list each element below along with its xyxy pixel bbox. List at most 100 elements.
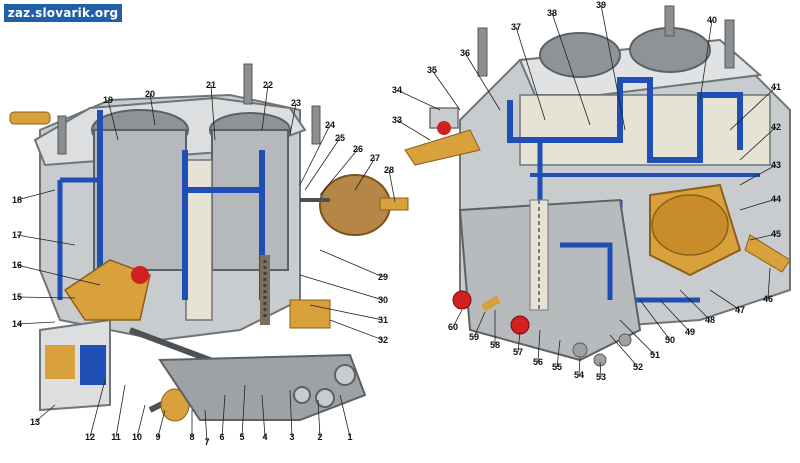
leader-line-31 (309, 304, 384, 321)
leader-line-44 (739, 198, 777, 211)
leader-line-21 (210, 84, 216, 141)
part-label-27: 27 (370, 153, 380, 163)
leader-line-33 (396, 119, 431, 141)
leader-line-41 (729, 86, 777, 131)
leader-line-37 (515, 26, 546, 121)
part-label-6: 6 (219, 432, 224, 442)
part-label-29: 29 (378, 272, 388, 282)
leader-line-5 (241, 384, 246, 438)
leader-line-48 (679, 289, 711, 321)
leader-line-52 (609, 334, 639, 368)
leader-line-57 (517, 331, 521, 353)
site-watermark: zaz.slovarik.org (4, 4, 122, 22)
part-label-11: 11 (111, 432, 121, 442)
leader-line-35 (431, 69, 461, 111)
part-label-2: 2 (317, 432, 322, 442)
part-label-55: 55 (552, 362, 562, 372)
part-label-16: 16 (12, 260, 22, 270)
leader-line-20 (149, 93, 156, 126)
leader-line-53 (599, 361, 602, 378)
leader-line-23 (289, 102, 297, 136)
part-label-40: 40 (707, 15, 717, 25)
part-label-33: 33 (392, 115, 402, 125)
leader-line-49 (659, 299, 691, 333)
leader-line-18 (16, 189, 56, 201)
part-label-12: 12 (85, 432, 95, 442)
part-label-38: 38 (547, 8, 557, 18)
part-label-59: 59 (469, 332, 479, 342)
leader-line-59 (473, 311, 486, 338)
leader-line-60 (452, 309, 463, 328)
part-label-39: 39 (596, 0, 606, 10)
leader-line-1 (339, 394, 351, 438)
part-label-10: 10 (132, 432, 142, 442)
part-label-30: 30 (378, 295, 388, 305)
leader-line-7 (204, 409, 208, 443)
part-label-4: 4 (262, 432, 267, 442)
leader-line-26 (319, 148, 359, 196)
part-label-28: 28 (384, 165, 394, 175)
part-label-52: 52 (633, 362, 643, 372)
leader-line-25 (304, 137, 341, 191)
part-label-9: 9 (155, 432, 160, 442)
part-label-31: 31 (378, 315, 388, 325)
part-label-20: 20 (145, 89, 155, 99)
part-label-48: 48 (705, 315, 715, 325)
left-carburetor (9, 63, 409, 422)
leader-line-34 (396, 89, 441, 111)
part-label-8: 8 (189, 432, 194, 442)
part-label-23: 23 (291, 98, 301, 108)
part-label-32: 32 (378, 335, 388, 345)
part-label-26: 26 (353, 144, 363, 154)
leader-line-27 (354, 157, 376, 191)
part-label-37: 37 (511, 22, 521, 32)
part-label-18: 18 (12, 195, 22, 205)
part-label-49: 49 (685, 327, 695, 337)
part-label-34: 34 (392, 85, 402, 95)
leader-line-12 (89, 379, 106, 438)
part-label-3: 3 (289, 432, 294, 442)
leader-line-36 (464, 52, 501, 111)
leader-line-43 (739, 164, 777, 186)
part-label-56: 56 (533, 357, 543, 367)
leader-line-51 (619, 319, 656, 356)
leader-line-55 (556, 339, 561, 368)
part-label-36: 36 (460, 48, 470, 58)
part-label-24: 24 (325, 120, 335, 130)
leader-line-13 (34, 404, 56, 423)
part-label-45: 45 (771, 229, 781, 239)
part-label-19: 19 (103, 95, 113, 105)
part-label-1: 1 (347, 432, 352, 442)
part-label-22: 22 (263, 80, 273, 90)
leader-line-9 (157, 409, 166, 438)
leader-line-3 (289, 389, 293, 438)
leader-line-54 (578, 356, 581, 376)
part-label-41: 41 (771, 82, 781, 92)
leader-line-29 (319, 249, 384, 278)
part-label-13: 13 (30, 417, 40, 427)
leader-line-24 (299, 124, 331, 186)
part-label-51: 51 (650, 350, 660, 360)
leader-line-56 (537, 329, 541, 363)
part-label-43: 43 (771, 160, 781, 170)
leader-line-47 (709, 289, 741, 311)
leader-lines (16, 4, 777, 443)
leader-line-17 (16, 234, 76, 246)
leader-line-42 (739, 126, 777, 161)
leader-line-45 (749, 233, 777, 241)
leader-line-19 (107, 99, 119, 141)
leader-line-39 (600, 4, 626, 131)
part-label-50: 50 (665, 335, 675, 345)
part-label-15: 15 (12, 292, 22, 302)
leader-line-14 (16, 321, 56, 325)
leader-line-50 (639, 299, 671, 341)
leader-line-28 (388, 169, 396, 203)
leader-line-10 (136, 404, 146, 438)
right-carburetor (404, 5, 791, 367)
part-label-7: 7 (204, 437, 209, 447)
part-label-53: 53 (596, 372, 606, 382)
part-label-21: 21 (206, 80, 216, 90)
part-label-35: 35 (427, 65, 437, 75)
